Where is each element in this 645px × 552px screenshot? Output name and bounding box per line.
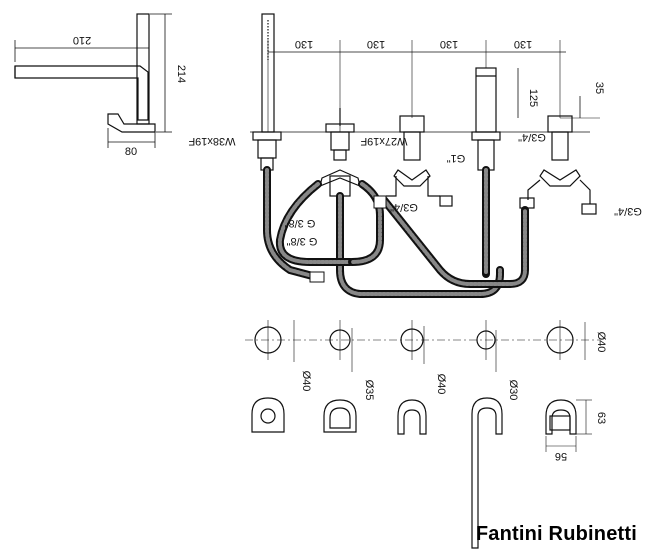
front-view [250,13,600,215]
hole-layout [245,320,600,372]
hose-g38-b: G 3/8" [287,235,318,247]
profile-spout [471,397,503,549]
dim-spacing-4: 130 [514,38,532,50]
handle-2 [547,115,573,133]
top-view-profiles [251,397,592,549]
dim-spacing-2: 130 [367,38,385,50]
thread-mid: W27x19F [360,135,407,147]
thread-g1: G1" [447,152,466,164]
thread-g34-a: G3/4" [518,131,546,143]
profile-handle-2 [545,399,577,435]
dim-spacing-3: 130 [440,38,458,50]
hose-g38-a: G 3/8" [285,217,316,229]
plate-width: 56 [555,450,567,462]
shower-holder [252,131,282,141]
bath-spout-column [475,67,497,133]
side-view [14,13,172,148]
thread-g34-c: G3/4" [614,205,642,217]
profile-shower [251,397,285,433]
thread-left: W38x19F [188,135,235,147]
diverter-body [330,131,350,151]
profile-handle-1 [397,399,427,435]
handle-1 [399,115,425,133]
dim-spout-height: 214 [175,65,187,83]
hole-d2: Ø35 [363,380,375,401]
dim-handle-top: 35 [593,82,605,94]
dim-spacing-1: 130 [295,38,313,50]
profile-diverter [323,399,357,433]
hole-d1: Ø40 [300,371,312,392]
hole-d3: Ø40 [435,374,447,395]
dim-spout-length: 210 [73,34,91,46]
plate-height: 63 [595,412,607,424]
hole-d5: Ø40 [595,332,607,353]
spout-outline [14,65,149,121]
flexible-hoses [263,166,529,298]
brand-logo-text: Fantini Rubinetti [475,523,637,545]
dim-base-depth: 80 [125,146,137,158]
thread-g34-b: G3/4" [390,201,418,213]
dim-handle-height: 125 [527,89,539,107]
hole-d4: Ø30 [507,380,519,401]
